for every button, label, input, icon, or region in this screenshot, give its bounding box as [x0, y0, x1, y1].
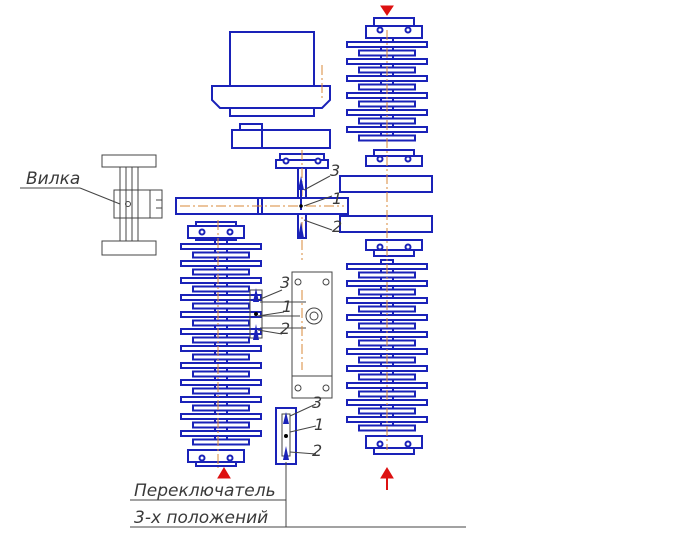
horizontal-blade: [175, 197, 349, 215]
switch-indicator-mid: 3 1 2: [249, 273, 292, 340]
drive-motor: [211, 31, 331, 149]
right-mid-clamps: [365, 149, 423, 257]
left-disc: [180, 413, 262, 420]
left-disc-narrow: [192, 268, 250, 276]
left-disc-narrow: [192, 319, 250, 327]
pos-top-3: 3: [330, 161, 340, 180]
left-disc-narrow: [192, 421, 250, 429]
left-disc: [180, 294, 262, 301]
pos-bot-2: 2: [312, 441, 322, 460]
left-disc: [180, 328, 262, 335]
pos-bot-3: 3: [312, 393, 322, 412]
left-disc-narrow: [192, 387, 250, 395]
pos-mid-1: 1: [282, 297, 292, 316]
left-insulator-discs: [180, 239, 262, 446]
switch-label-line1: Переключатель: [134, 481, 276, 501]
pos-top-2: 2: [332, 217, 342, 236]
left-disc: [180, 379, 262, 386]
left-disc: [180, 396, 262, 403]
left-disc: [180, 345, 262, 352]
left-disc: [180, 277, 262, 284]
left-disc: [180, 362, 262, 369]
left-disc: [180, 311, 262, 318]
fork-label: Вилка: [20, 169, 121, 205]
right-contact-bars: [339, 175, 433, 233]
left-disc: [180, 430, 262, 437]
fork-assembly: [101, 154, 163, 256]
right-insulator-column: [365, 17, 423, 39]
left-disc-narrow: [192, 251, 250, 259]
left-disc-narrow: [192, 285, 250, 293]
left-disc: [180, 260, 262, 267]
switch-indicator-bottom: 3 1 2: [275, 393, 324, 465]
pos-top-1: 1: [332, 189, 342, 208]
left-disc: [180, 243, 262, 250]
pos-bot-1: 1: [314, 415, 324, 434]
left-disc-narrow: [192, 302, 250, 310]
right-bottom-clamp: [365, 30, 423, 455]
center-mounting-plate: [258, 271, 333, 399]
pos-mid-3: 3: [280, 273, 290, 292]
left-bottom-clamp: [187, 220, 245, 468]
left-disc-narrow: [192, 370, 250, 378]
left-disc-narrow: [192, 404, 250, 412]
switch-label-line2: 3-х положений: [134, 508, 268, 528]
left-disc-narrow: [192, 438, 250, 446]
fork-label-text: Вилка: [26, 169, 80, 189]
pos-mid-2: 2: [280, 319, 290, 338]
red-arrow-top-right: [380, 5, 394, 16]
switch-indicator-top: 3 1 2: [298, 161, 342, 238]
left-top-clamp: [187, 221, 245, 241]
red-arrow-bottom-right: [380, 467, 394, 490]
red-arrow-bottom-left: [217, 467, 231, 479]
left-disc-narrow: [192, 353, 250, 361]
left-disc-narrow: [192, 336, 250, 344]
switch-label: Переключатель 3-х положений: [130, 462, 466, 528]
